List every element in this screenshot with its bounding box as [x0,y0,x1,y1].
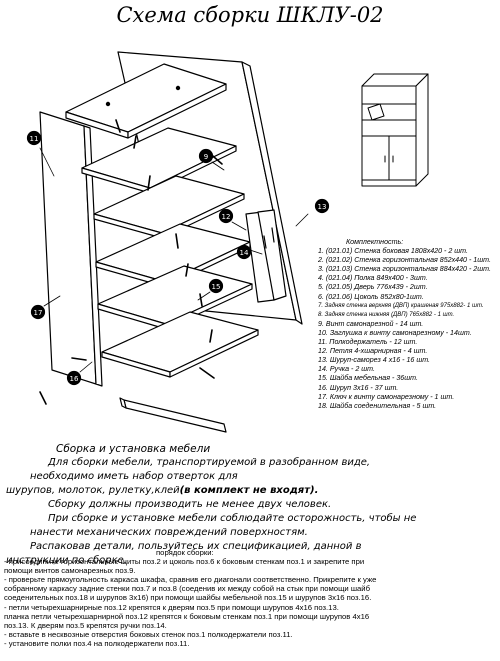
kit-item: 5. (021.05) Дверь 776х439 - 2шт. [318,283,428,292]
order-line: - присоедините горизонтальные щиты поз.2… [4,557,365,567]
callout-badge-17: 17 [30,295,61,320]
callout-label-16: 16 [70,375,79,383]
kit-item: 13. Шуруп-саморез 4 х16 - 16 шт. [318,356,431,365]
kit-items: 1. (021.01) Стенка боковая 1808х420 - 2 … [318,247,500,411]
callout-label-12: 12 [222,213,231,221]
paragraph-tools-line2: необходимо иметь набор отверток для [30,471,238,482]
callout-label-13: 13 [318,203,327,211]
order-lines: - присоедините горизонтальные щиты поз.2… [4,557,498,648]
kit-item: 7. Задняя стенка верхняя (ДВП) крашеная … [318,302,484,309]
paragraph-two-people: Сборку должны производить не менее двух … [48,499,332,510]
tools-not-included-note: (в комплект не входят). [179,485,319,496]
kit-item: 11. Полкодержатель - 12 шт. [318,338,418,347]
callout-badge-13: 13 [295,198,330,227]
callout-label-9: 9 [204,153,208,161]
assembly-order: порядок сборки: - присоедините горизонта… [4,548,498,648]
kit-item: 18. Шайба соеденительная - 5 шт. [318,401,437,410]
exploded-assembly-drawing: 11 17 12 9 13 14 15 [26,51,429,433]
plinth [119,397,227,433]
order-line: собранному каркасу задние стенки поз.7 и… [4,584,370,594]
paragraph-spec-line1: Распаковав детали, пользуйтесь их специф… [30,541,362,552]
order-line: - проверьте прямоугольность каркаса шкаф… [4,575,377,585]
kit-list: Комплектность: 1. (021.01) Стенка бокова… [318,238,500,411]
order-line: - петли четырехшарнирные поз.12 крепятся… [4,602,339,612]
top-panel [65,63,227,139]
callout-badge-9: 9 [198,148,225,171]
kit-title: Комплектность: [346,238,404,246]
kit-item: 12. Петля 4-хшарнирная - 4 шт. [318,347,428,356]
bottom-panel [101,311,259,378]
tools-list: шурупов, молоток, рулетку,клей [6,485,180,496]
callout-badge-15: 15 [197,278,224,301]
kit-item: 8. Задняя стенка нижняя (ДВП) 765х882 - … [318,311,455,318]
kit-item: 10. Заглушка к винту самонарезному - 14ш… [318,328,472,337]
sheet-title: Схема сборки ШКЛУ-02 [116,3,384,27]
callout-label-17: 17 [34,309,43,317]
callout-badge-12: 12 [218,208,247,231]
kit-item: 6. (021.06) Цоколь 852х80-1шт. [318,292,424,301]
callout-badge-11: 11 [26,130,55,177]
callout-badge-16: 16 [66,361,93,386]
kit-item: 4. (021.04) Полка 849х400 - 3шт. [318,274,428,283]
door-pair [245,209,287,303]
paragraph-caution-line2: нанести механических повреждений поверхн… [30,527,308,538]
callout-label-15: 15 [212,283,221,291]
assembly-instructions: Сборка и установка мебели Для сборки меб… [4,442,498,568]
paragraph-spec-line2: инструкции по сборке. [6,555,127,566]
assembled-cabinet-thumbnail [361,73,429,187]
assembly-title: Сборка и установка мебели [56,443,211,455]
order-line: - вставьте в несквозные отверстия боковы… [4,629,293,639]
order-line: планка петли четырехшарнирной поз.12 кре… [4,611,370,621]
callout-badge-14: 14 [236,244,263,260]
side-wall-left [39,111,103,387]
kit-item: 14. Ручка - 2 шт. [318,365,375,374]
kit-item: 9. Винт самонарезной - 14 шт. [318,319,424,328]
kit-item: 3. (021.03) Стенка горизонтальная 884х42… [318,265,491,274]
order-line: - установите полки поз.4 на полкодержате… [4,638,190,648]
order-line: соеденительных поз.18 и шурупов 3х16) пр… [4,593,372,603]
paragraph-tools-line3: шурупов, молоток, рулетку,клей(в комплек… [4,484,498,498]
paragraph-caution-line1: При сборке и установке мебели соблюдайте… [48,513,417,524]
order-line: поз.13. К дверям поз.5 крепятся ручки по… [4,620,167,630]
callout-label-11: 11 [30,135,39,143]
kit-item: 17. Ключ к винту самонарезному - 1 шт. [318,392,455,401]
kit-item: 15. Шайба мебельная - 36шт. [318,374,418,383]
paragraph-tools-line1: Для сборки мебели, транспортируемой в ра… [48,457,371,468]
kit-item: 1. (021.01) Стенка боковая 1808х420 - 2 … [318,247,468,256]
callout-label-14: 14 [240,249,249,257]
order-line: помощи винтов самонарезных поз.9. [4,566,136,576]
order-title: порядок сборки: [156,548,214,557]
kit-item: 16. Шуруп 3х16 - 37 шт. [318,383,399,392]
kit-item: 2. (021.02) Стенка горизонтальная 852х44… [318,256,491,265]
